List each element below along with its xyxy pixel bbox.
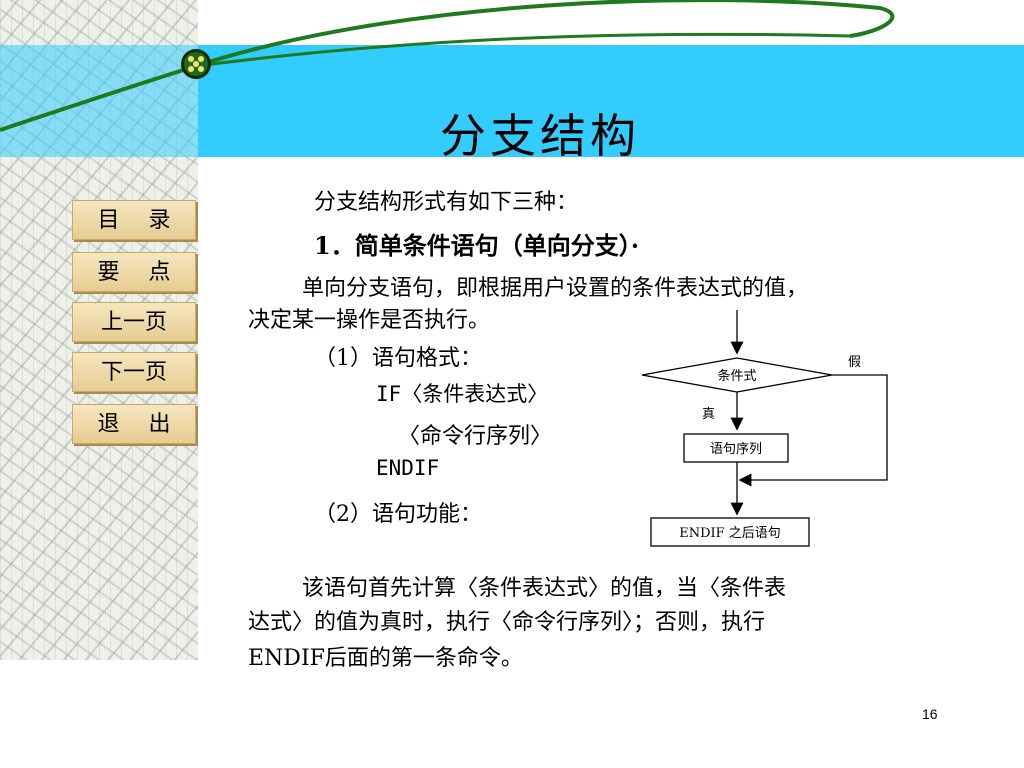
nav-label: 下一页: [100, 360, 167, 385]
sequence-label: 语句序列: [710, 442, 762, 457]
paragraph-1-line-2: 决定某一操作是否执行。: [248, 308, 491, 333]
true-label: 真: [702, 407, 715, 422]
condition-label: 条件式: [717, 368, 756, 384]
header-band-left: [0, 45, 198, 157]
bead-icon: [181, 49, 211, 79]
paragraph-2-line-2: 达式〉的值为真时，执行〈命令行序列〉；否则，执行: [248, 610, 766, 635]
nav-label: 目: [97, 208, 120, 233]
after-box: [650, 517, 810, 547]
flowchart: 条件式 假 真 语句序列 ENDIF 之后语句: [641, 310, 888, 547]
nav-label: 上一页: [100, 310, 167, 335]
section-heading: 1．简单条件语句（单向分支）·: [314, 231, 640, 260]
nav-label: 录: [148, 208, 171, 233]
nav-label: 退: [97, 412, 120, 437]
function-label: （2）语句功能：: [314, 502, 482, 527]
nav-keypoints-button[interactable]: 要 点: [72, 252, 196, 292]
nav-prev-page-button[interactable]: 上一页: [72, 302, 196, 342]
header-band: [198, 45, 1024, 157]
after-label: ENDIF 之后语句: [679, 526, 781, 541]
paragraph-2-line-3: ENDIF后面的第一条命令。: [248, 646, 523, 671]
page-title: 分支结构: [440, 109, 640, 163]
nav-exit-button[interactable]: 退 出: [72, 404, 196, 444]
nav-next-page-button[interactable]: 下一页: [72, 352, 196, 392]
code-if-line: IF〈条件表达式〉: [376, 382, 549, 406]
false-label: 假: [848, 355, 861, 370]
nav-contents-button[interactable]: 目 录: [72, 200, 196, 240]
sequence-box: [683, 433, 789, 463]
paragraph-1-line-1: 单向分支语句，即根据用户设置的条件表达式的值，: [302, 276, 809, 301]
intro-text: 分支结构形式有如下三种：: [314, 190, 579, 215]
nav-label: 要: [97, 260, 120, 285]
decorative-curve: [0, 0, 895, 132]
page-number: 16: [922, 706, 938, 722]
code-endif-line: ENDIF: [376, 456, 440, 480]
format-label: （1）语句格式：: [314, 346, 482, 371]
false-path: [738, 374, 888, 487]
paragraph-2-line-1: 该语句首先计算〈条件表达式〉的值，当〈条件表: [302, 576, 787, 601]
code-command-line: 〈命令行序列〉: [398, 424, 553, 449]
nav-label: 点: [148, 260, 171, 285]
nav-label: 出: [148, 412, 171, 437]
